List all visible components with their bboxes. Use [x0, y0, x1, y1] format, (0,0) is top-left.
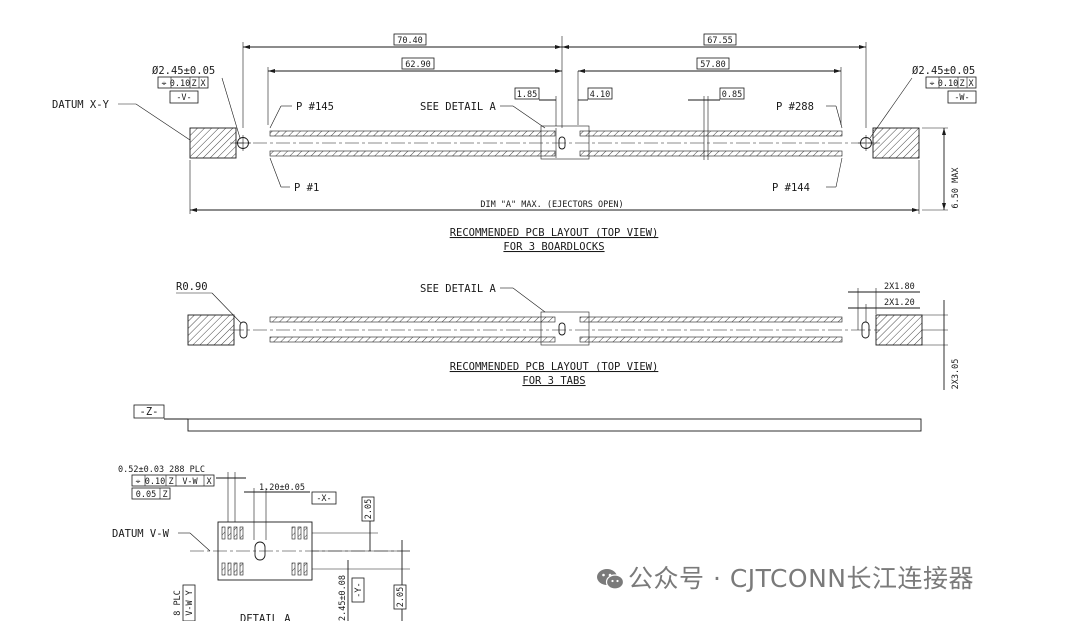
pin-144-label: P #144	[772, 182, 810, 194]
dim-2x1-20: 2X1.20	[884, 298, 915, 308]
wechat-icon	[597, 569, 624, 590]
dim-1-20: 1.20±0.05	[259, 483, 305, 493]
dim-2x1-80: 2X1.80	[884, 282, 915, 292]
fcf-left-ref2: X	[200, 79, 206, 89]
fcf-right-tol: 0.10	[938, 79, 958, 89]
tab-left	[187, 314, 235, 346]
dim-a-max: DIM "A" MAX. (EJECTORS OPEN)	[480, 200, 623, 210]
caption-top-view-line1: RECOMMENDED PCB LAYOUT (TOP VIEW)	[450, 227, 659, 239]
detail-pads	[221, 526, 308, 576]
dim-57-80: 57.80	[700, 60, 726, 70]
fcf-left-tol: 0.10	[170, 79, 190, 89]
detail-a: 0.52±0.03 288 PLC ⌖ 0.10 Z V-W X 0.05 Z …	[112, 465, 410, 625]
top-view-tabs: R0.90 SEE DETAIL A 2X1.80 2X1.20	[176, 281, 961, 390]
fcf-left-ref1: Z	[191, 79, 196, 89]
fcf-right-ref2: X	[968, 79, 974, 89]
svg-text:⌖: ⌖	[136, 477, 141, 487]
caption-tabs-line2: FOR 3 TABS	[522, 375, 585, 387]
dim-2-45: 2.45±0.08	[338, 575, 348, 621]
hole-dia-right: Ø2.45±0.05	[912, 65, 975, 77]
detail-fcf-ref1: Z	[168, 477, 173, 487]
datum-x-detail: -X-	[316, 494, 331, 504]
dim-4-10: 4.10	[590, 90, 610, 100]
detail-fcf-tol: 0.10	[145, 477, 165, 487]
dim-70-40: 70.40	[397, 36, 423, 46]
datum-v-w-label: DATUM V-W	[112, 528, 170, 540]
pad-rows-tabs-view	[269, 316, 843, 343]
tab-right	[875, 314, 923, 346]
plc-8-label: 8 PLC	[173, 590, 183, 616]
pad-rows-top-view	[269, 130, 843, 157]
watermark: 公众号 · CJTCONN长江连接器	[596, 559, 974, 595]
detail-a-region	[540, 125, 590, 160]
boardlock-right	[872, 127, 920, 159]
svg-text:⌖: ⌖	[930, 79, 935, 89]
pin-288-label: P #288	[776, 101, 814, 113]
caption-tabs-line1: RECOMMENDED PCB LAYOUT (TOP VIEW)	[450, 361, 659, 373]
flatness-ref: Z	[162, 490, 167, 500]
dim-67-55: 67.55	[707, 36, 733, 46]
radius-r0-90: R0.90	[176, 281, 208, 293]
pin-145-label: P #145	[296, 101, 334, 113]
datum-w: -W-	[954, 93, 969, 103]
datum-y-detail: -Y-	[354, 582, 364, 597]
fcf-right-ref1: Z	[959, 79, 964, 89]
flatness-tol: 0.05	[136, 490, 156, 500]
pin-1-label: P #1	[294, 182, 319, 194]
top-view-boardlocks: 70.40 67.55 62.90 57.80 1.85 4.10 0.85 Ø…	[52, 33, 977, 253]
datum-z: -Z-	[140, 406, 159, 418]
caption-top-view-line2: FOR 3 BOARDLOCKS	[503, 241, 604, 253]
height-6-50-max: 6.50 MAX	[951, 167, 961, 209]
detail-fcf-ref2: V-W	[182, 477, 198, 487]
dim-2-05-top: 2.05	[364, 499, 374, 519]
see-detail-a-top: SEE DETAIL A	[420, 101, 497, 113]
svg-text:⌖: ⌖	[162, 79, 167, 89]
board-edge-profile	[187, 418, 922, 432]
datum-z-board: -Z-	[133, 404, 922, 432]
detail-fcf-ref3: X	[206, 477, 212, 487]
dim-2x3-05: 2X3.05	[951, 359, 961, 390]
watermark-text: 公众号 · CJTCONN长江连接器	[628, 564, 975, 593]
pad-tolerance: 0.52±0.03 288 PLC	[118, 465, 205, 475]
hole-dia-left: Ø2.45±0.05	[152, 65, 215, 77]
dim-1-85: 1.85	[517, 90, 537, 100]
dim-2-05-bottom: 2.05	[396, 587, 406, 607]
plc-ref: V-W Y	[185, 590, 195, 616]
dim-0-85: 0.85	[722, 90, 742, 100]
boardlock-left	[189, 127, 237, 159]
detail-a-title: DETAIL A	[240, 613, 291, 621]
datum-v: -V-	[176, 93, 191, 103]
datum-x-y-label: DATUM X-Y	[52, 99, 110, 111]
see-detail-a-tabs: SEE DETAIL A	[420, 283, 497, 295]
dim-62-90: 62.90	[405, 60, 431, 70]
